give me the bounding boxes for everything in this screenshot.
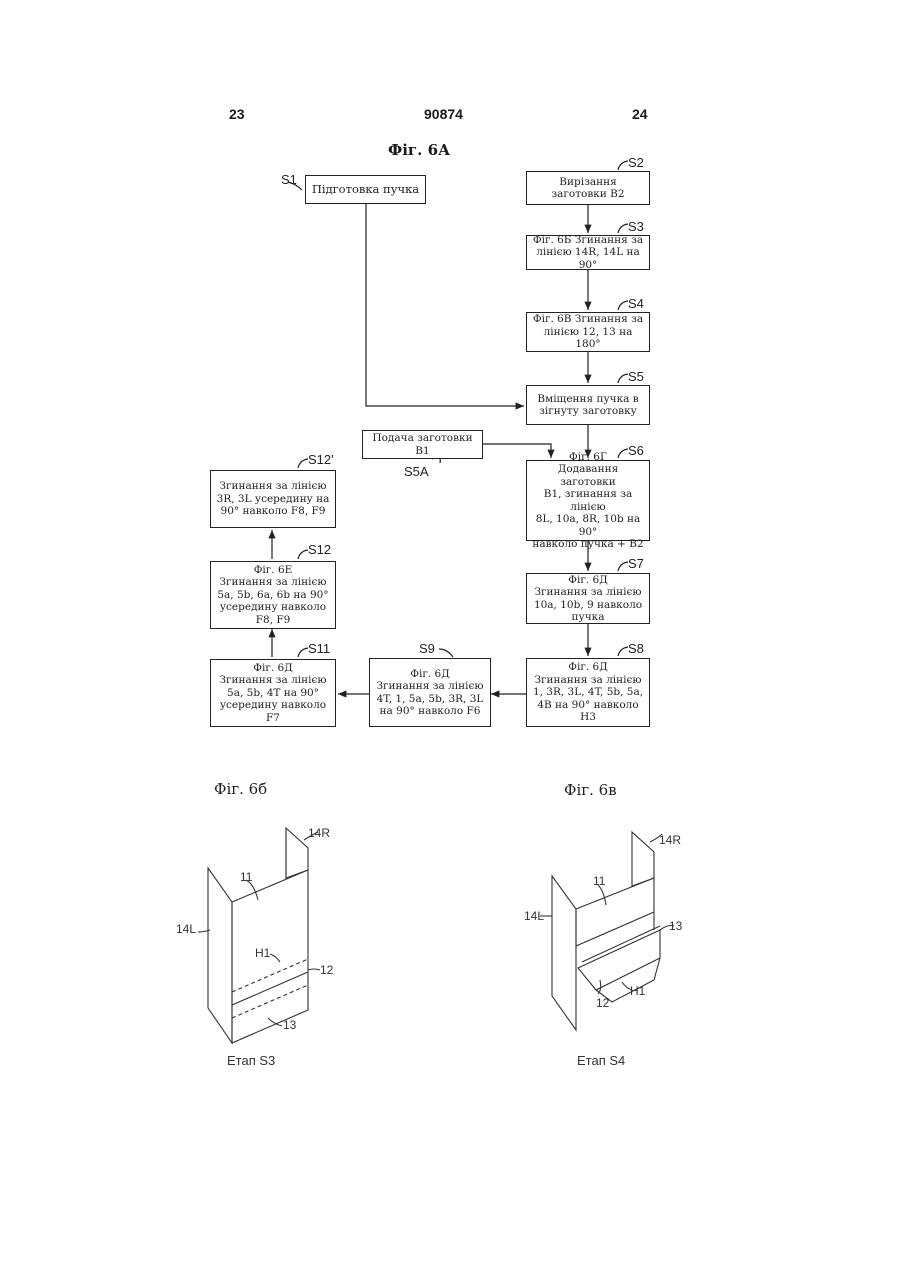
flap-14R-6c xyxy=(632,832,654,886)
label-14R-6c: 14R xyxy=(659,833,681,847)
upper-panel-6c xyxy=(576,878,654,946)
label-13-6c: 13 xyxy=(669,919,682,933)
label-14L-6c: 14L xyxy=(524,909,544,923)
stage-label-6c: Етап S4 xyxy=(577,1053,625,1068)
label-12-6c: 12 xyxy=(596,996,609,1010)
flap-14L-6c xyxy=(552,876,576,1030)
label-11-6c: 11 xyxy=(593,874,605,888)
folded-panel-6c xyxy=(578,930,660,990)
label-H1-6c: H1 xyxy=(630,984,645,998)
